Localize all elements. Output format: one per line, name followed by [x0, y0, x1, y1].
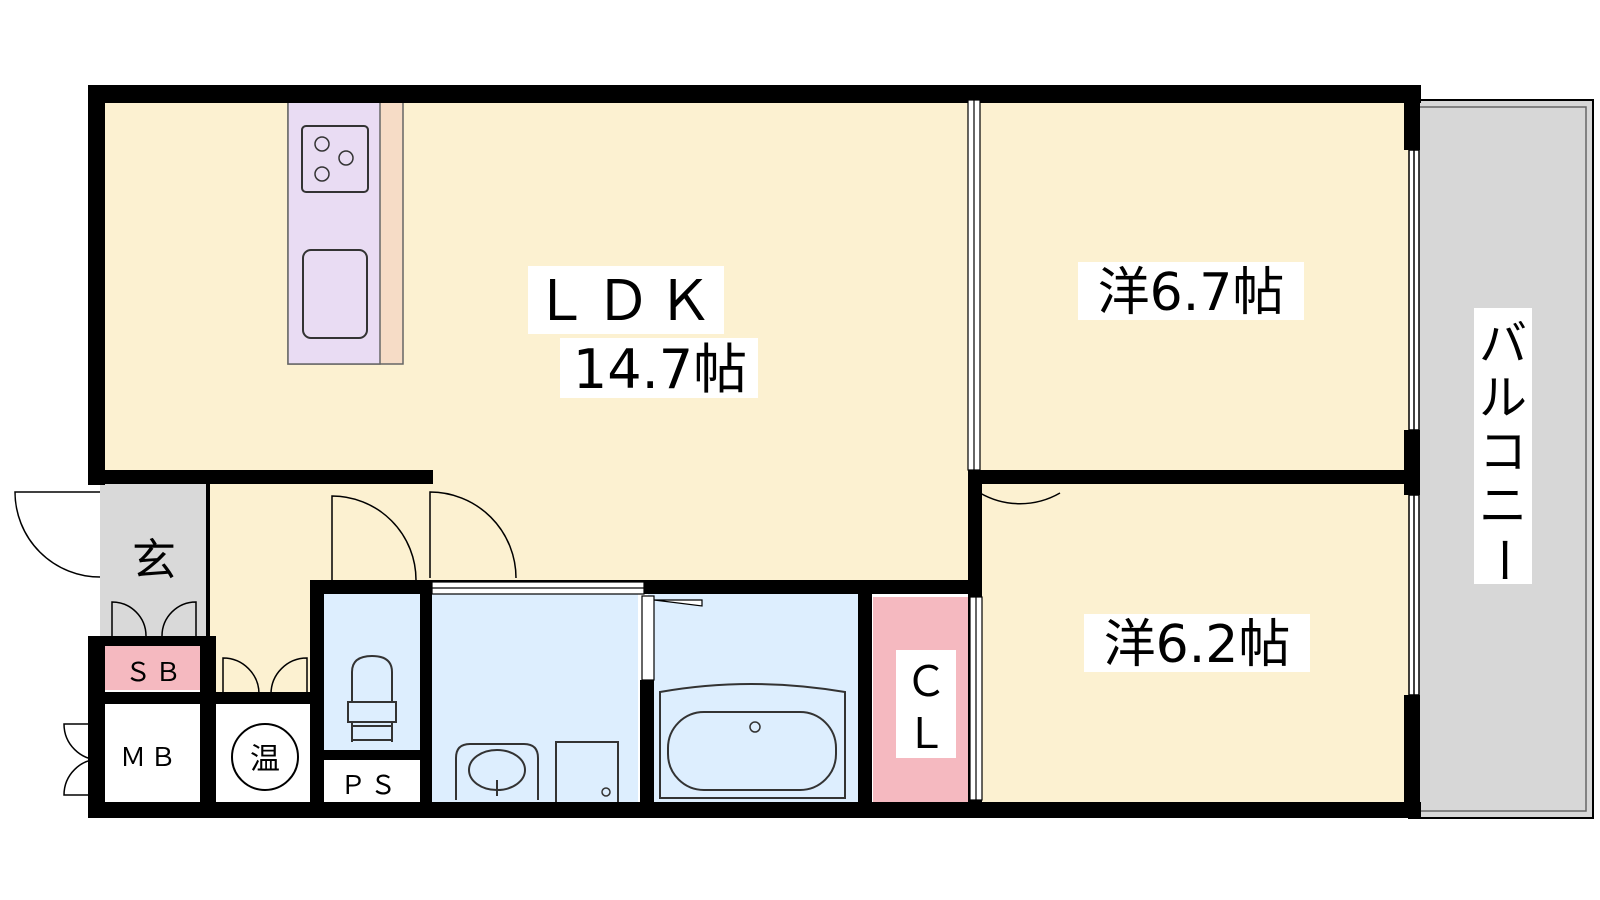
burner-icon [338, 150, 354, 166]
balcony-label-char: バ [1479, 316, 1527, 372]
toilet-door [331, 495, 417, 581]
bedroom-south-door [979, 491, 1061, 572]
wall-ps-top [310, 750, 430, 760]
windows [1408, 149, 1420, 696]
wall-bottom [88, 802, 1421, 818]
wall-sb-box-right [200, 636, 216, 818]
burner-icon [314, 166, 330, 182]
entrance-label: 玄 [132, 535, 176, 586]
drain-icon [749, 721, 761, 733]
entrance-floor [100, 475, 208, 640]
shoe-box-door-right [161, 601, 197, 637]
storage-door-left [222, 657, 260, 695]
wall-bath-right [858, 580, 872, 818]
wall-left-lower [88, 640, 105, 818]
meter-box-floor [100, 705, 200, 813]
meter-box-label: ＭＢ [120, 743, 180, 773]
ldk-name-label: ＬＤＫ [533, 269, 719, 334]
wall-bath-left [640, 680, 654, 818]
wall-left-upper [88, 85, 105, 485]
balcony-label-char: ニ [1479, 478, 1527, 534]
kitchen-sink [302, 249, 368, 339]
bedroom-south-label: 洋6.2帖 [1104, 615, 1291, 675]
toilet [347, 654, 397, 742]
sliding-door-bathroom [641, 595, 655, 681]
balcony-label-char: ー [1475, 536, 1531, 584]
kitchen [287, 101, 404, 365]
bedroom-north-label: 洋6.7帖 [1098, 263, 1285, 323]
wall-right-2 [1404, 430, 1420, 495]
hall-floor-lower [210, 590, 310, 700]
balcony-label-char: コ [1479, 424, 1527, 480]
wall-right-1 [1404, 85, 1420, 150]
water-heater-symbol [231, 723, 299, 791]
room-labels: ＬＤＫ 14.7帖 洋6.7帖 洋6.2帖 玄 ＳＢ ＭＢ 温 ＰＳ Ｃ Ｌ バ… [120, 262, 1532, 801]
shoe-box-label: ＳＢ [125, 658, 185, 688]
wall-toilet-right [420, 580, 432, 818]
wall-right-3 [1404, 695, 1420, 818]
balcony-label-char: ル [1479, 370, 1527, 426]
sliding-doors [431, 99, 983, 801]
washing-machine-pan [555, 741, 619, 805]
ldk-door [429, 491, 517, 579]
water-heater-label: 温 [250, 742, 280, 777]
wall-ldk-bottom [88, 470, 433, 484]
walls [88, 85, 1421, 818]
washbasin [455, 743, 539, 800]
burner-icon [314, 136, 330, 152]
bathtub [659, 683, 846, 799]
closet-label-bottom: Ｌ [905, 709, 947, 758]
wall-wet-top [310, 580, 980, 594]
ldk-size-label: 14.7帖 [573, 338, 747, 401]
pipe-space-label: ＰＳ [340, 771, 400, 801]
wall-sb-top [88, 636, 216, 646]
hall-floor [100, 475, 970, 590]
wall-bedroom-divider [970, 470, 1410, 484]
closet-label-top: Ｃ [905, 657, 947, 706]
storage-door-right [270, 657, 308, 695]
front-door [14, 491, 101, 578]
wall-sb-bottom [88, 692, 318, 704]
shoe-box-door-left [111, 601, 147, 637]
wall-top [88, 85, 1421, 103]
stove [301, 125, 369, 193]
shoe-box-floor [100, 646, 208, 690]
wall-entrance-right [206, 484, 210, 640]
